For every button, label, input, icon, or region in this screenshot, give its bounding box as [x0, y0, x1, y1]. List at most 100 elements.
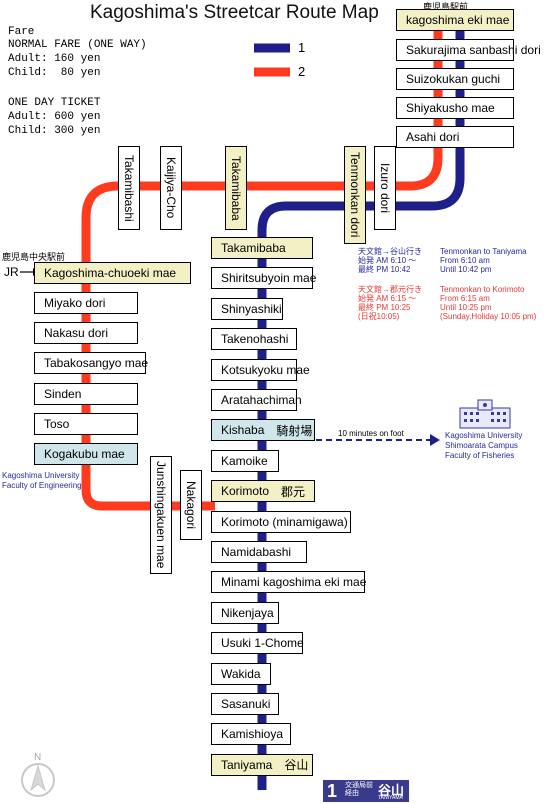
- tt-en1-first: From 6:10 am: [440, 256, 490, 265]
- fare-normal-child: Child: 80 yen: [8, 67, 101, 79]
- station-name: Nikenjaya: [221, 605, 274, 620]
- tt-jp2-last: 最終 PM 10:25: [358, 303, 411, 312]
- station-shiyakusho-mae[interactable]: Shiyakusho mae: [396, 97, 514, 119]
- station-name: Kotsukyoku mae: [221, 362, 310, 377]
- badge-jp-small: 交通局前 経由: [345, 782, 373, 797]
- fare-day-adult: Adult: 600 yen: [8, 111, 101, 123]
- station-main-17[interactable]: Taniyama 谷山: [211, 753, 313, 776]
- station-main-5[interactable]: Aratahachiman: [211, 389, 302, 411]
- station-name: Kamoike: [221, 453, 268, 468]
- station-main-15[interactable]: Sasanuki: [211, 693, 279, 715]
- university-east-line1: Kagoshima University: [445, 431, 523, 440]
- tt-jp1-last: 最終 PM 10:42: [358, 265, 411, 274]
- station-name: Takenohashi: [221, 332, 289, 347]
- station-main-8[interactable]: Korimoto 郡元: [211, 480, 315, 503]
- badge-number: 1: [327, 781, 338, 801]
- station-main-9[interactable]: Korimoto (minamigawa): [211, 510, 351, 533]
- station-name: Korimoto (minamigawa): [221, 514, 348, 529]
- university-east-line2: Shimoarata Campus: [445, 441, 518, 450]
- station-main-13[interactable]: Usuki 1-Chome: [211, 632, 304, 655]
- kagoshima-station-jp: 鹿児島駅前: [423, 2, 469, 12]
- university-building-icon: [459, 399, 511, 429]
- tt-en2-last: Until 10:25 pm: [440, 303, 492, 312]
- station-miyako-dori[interactable]: Miyako dori: [34, 292, 138, 314]
- tt-jp2-title: 天文館→郡元行き: [358, 285, 422, 294]
- station-main-3[interactable]: Takenohashi: [211, 328, 297, 351]
- compass-label: N: [34, 752, 42, 763]
- station-name: Kishaba: [221, 423, 265, 438]
- badge-jp-big: 谷山: [378, 783, 405, 798]
- legend-route-1-label: 1: [298, 40, 306, 55]
- station-name: Minami kagoshima eki mae: [221, 575, 367, 590]
- station-izuro-dori[interactable]: Izuro dori: [374, 146, 396, 230]
- university-west-line2: Faculty of Engineering: [2, 481, 82, 490]
- station-main-1[interactable]: Shiritsubyoin mae: [211, 267, 317, 290]
- station-sakurajima-sanbashi-dori[interactable]: Sakurajima sanbashi dori: [396, 39, 541, 61]
- station-name: Shiritsubyoin mae: [221, 271, 317, 286]
- station-name-jp: 谷山: [284, 758, 309, 773]
- station-main-12[interactable]: Nikenjaya: [211, 601, 279, 624]
- station-main-16[interactable]: Kamishioya: [211, 723, 291, 746]
- chuoeki-jp: 鹿児島中央駅前: [2, 252, 66, 262]
- tt-en1-last: Until 10:42 pm: [440, 265, 492, 274]
- station-name: Korimoto: [221, 484, 270, 499]
- walk-arrowhead: [430, 434, 440, 446]
- compass-icon: [21, 763, 55, 797]
- station-suizokukan-guchi[interactable]: Suizokukan guchi: [396, 68, 514, 90]
- station-takamibaba-vertical[interactable]: Takamibaba: [225, 146, 247, 230]
- legend-route-2-label: 2: [298, 64, 306, 79]
- station-kagoshima-eki-mae[interactable]: kagoshima eki mae: [396, 9, 514, 31]
- station-tenmonkan-dori[interactable]: Tenmonkan dori: [344, 146, 366, 244]
- page-title: Kagoshima's Streetcar Route Map: [90, 2, 379, 23]
- walk-label: 10 minutes on foot: [338, 429, 404, 438]
- station-main-6[interactable]: Kishaba 騎射場: [211, 419, 315, 442]
- station-junshingakuen-mae[interactable]: Junshingakuen mae: [150, 456, 172, 574]
- station-kogakubu-mae[interactable]: Kogakubu mae: [34, 443, 138, 465]
- university-east-line3: Faculty of Fisheries: [445, 451, 515, 460]
- station-main-2[interactable]: Shinyashiki: [211, 297, 283, 320]
- station-name: Kamishioya: [221, 727, 284, 742]
- station-main-14[interactable]: Wakida: [211, 662, 271, 685]
- tt-en2-note: (Sunday,Holiday 10:05 pm): [440, 312, 537, 321]
- tt-en2-title: Tenmonkan to Korimoto: [440, 285, 525, 294]
- station-name: Shinyashiki: [221, 301, 282, 316]
- station-name: Namidabashi: [221, 545, 292, 559]
- station-name: Sasanuki: [221, 697, 271, 711]
- station-sinden[interactable]: Sinden: [34, 383, 138, 405]
- station-main-10[interactable]: Namidabashi: [211, 541, 307, 563]
- tt-jp2-note: (日祝10:05): [358, 312, 400, 321]
- fare-day-child: Child: 300 yen: [8, 125, 101, 137]
- station-tabakosangyo-mae[interactable]: Tabakosangyo mae: [34, 352, 148, 374]
- station-main-7[interactable]: Kamoike: [211, 449, 279, 472]
- station-name-jp: 騎射場: [276, 423, 313, 438]
- fare-normal-label: NORMAL FARE (ONE WAY): [8, 39, 147, 51]
- jr-label: JR: [4, 265, 19, 279]
- station-nakasu-dori[interactable]: Nakasu dori: [34, 322, 138, 344]
- station-name: Taniyama: [221, 757, 273, 772]
- station-asahi-dori[interactable]: Asahi dori: [396, 126, 514, 148]
- badge-en-small: TANIYAMA: [378, 795, 403, 801]
- route-2-line: [81, 18, 443, 272]
- station-kaijiya-cho[interactable]: Kaijiya-Cho: [160, 146, 182, 230]
- fare-day-label: ONE DAY TICKET: [8, 97, 101, 109]
- station-name: Aratahachiman: [221, 393, 302, 407]
- station-main-11[interactable]: Minami kagoshima eki mae: [211, 571, 367, 594]
- fare-heading: Fare: [8, 26, 35, 38]
- station-name: Takamibaba: [221, 241, 286, 255]
- route-1-badge: 1 交通局前 経由 谷山 TANIYAMA: [323, 780, 409, 802]
- tt-en2-first: From 6:15 am: [440, 294, 490, 303]
- station-kagoshima-chuoeki-mae[interactable]: Kagoshima-chuoeki mae: [34, 262, 191, 284]
- station-name: Wakida: [221, 666, 261, 681]
- station-name-jp: 郡元: [281, 484, 306, 499]
- fare-normal-adult: Adult: 160 yen: [8, 53, 101, 65]
- station-takamibashi[interactable]: Takamibashi: [118, 146, 140, 230]
- station-toso[interactable]: Toso: [34, 413, 138, 435]
- tt-jp1-title: 天文館→谷山行き: [358, 247, 422, 256]
- tt-en1-title: Tenmonkan to Taniyama: [440, 247, 527, 256]
- route-2-line: [81, 272, 215, 511]
- tt-jp1-first: 始発 AM 6:10 ～: [358, 256, 417, 265]
- station-main-4[interactable]: Kotsukyoku mae: [211, 358, 310, 381]
- station-nakagori[interactable]: Nakagori: [180, 470, 202, 540]
- station-main-0[interactable]: Takamibaba: [211, 237, 313, 259]
- university-west-line1: Kagoshima University: [2, 471, 80, 480]
